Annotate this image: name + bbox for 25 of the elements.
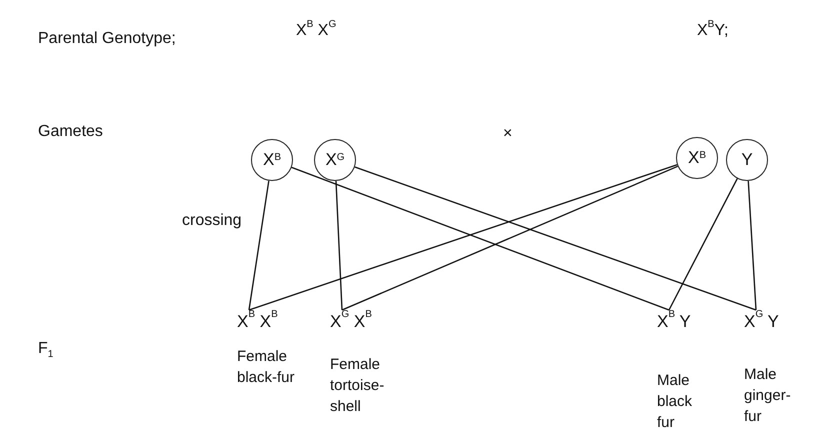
phenotype-text: Female tortoise-shell [330, 355, 386, 417]
phenotype-text: Male black fur [657, 371, 694, 433]
genotype-text: X$^{B}$ Y [657, 312, 691, 332]
gamete-circle: X$^{G}$ [314, 139, 356, 181]
phenotype-text: Male ginger-fur [744, 365, 792, 427]
cross-line [354, 166, 756, 311]
gamete-circle: X$^{B}$ [251, 139, 293, 181]
phenotype-text: Female black-fur [237, 347, 296, 388]
cross-sign: × [503, 125, 512, 143]
gamete-circle: Y [726, 139, 768, 181]
row-heading: F$_{1}$ [38, 340, 54, 360]
cross-line [248, 180, 270, 310]
genotype-text: X$^{G}$ X$^{B}$ [330, 312, 372, 332]
genotype-text: X$^{B}$ X$^{B}$ [237, 312, 278, 332]
genotype-text: X$^{B}$ X$^{G}$ [296, 22, 336, 40]
cross-line [748, 180, 757, 310]
genotype-text: X$^{B}$Y; [697, 22, 728, 40]
cross-line [668, 178, 738, 310]
cross-line [335, 180, 343, 310]
row-heading: Parental Genotype; [38, 30, 176, 48]
genotype-text: X$^{G}$ Y [744, 312, 779, 332]
row-heading: Gametes [38, 123, 103, 141]
cross-line [342, 166, 678, 311]
gamete-circle: X$^{B}$ [676, 137, 718, 179]
annotation-text: crossing [182, 212, 242, 230]
